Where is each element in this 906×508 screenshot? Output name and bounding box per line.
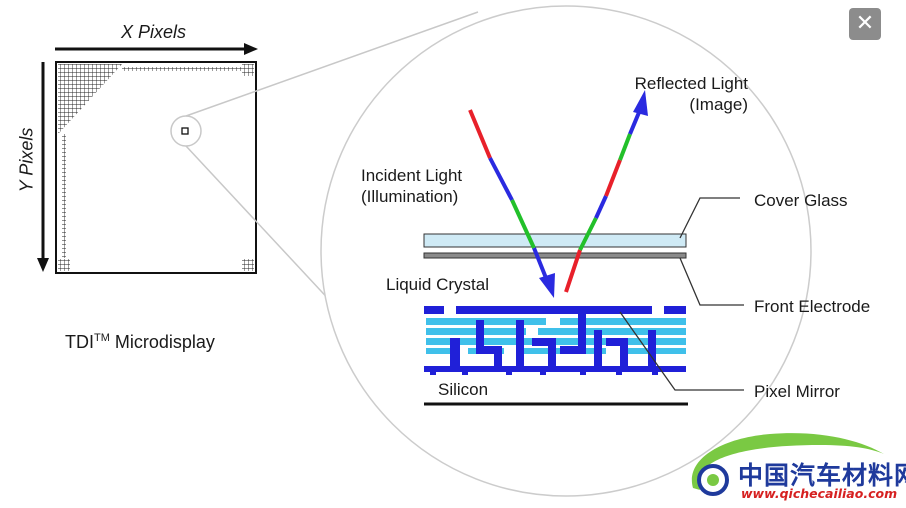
y-axis-arrowhead — [37, 258, 49, 272]
leader-cover-glass — [679, 197, 740, 239]
pixel-mirror-label: Pixel Mirror — [754, 382, 840, 401]
pixel-col-left — [62, 134, 66, 258]
close-button[interactable]: ✕ — [849, 8, 881, 40]
corner-pixels-bl — [58, 259, 70, 271]
liquid-crystal-label: Liquid Crystal — [386, 275, 489, 294]
microdisplay — [37, 43, 258, 274]
incident-light-line2: (Illumination) — [361, 187, 459, 206]
watermark-chinese-text: 中国汽车材料网 — [738, 461, 906, 490]
pixel-mirror-segments — [424, 306, 686, 314]
cover-glass-label: Cover Glass — [754, 191, 848, 210]
pixel-grid — [58, 64, 122, 134]
cover-glass-layer — [423, 233, 687, 248]
leader-pixel-mirror — [619, 311, 744, 391]
x-axis-label: X Pixels — [121, 22, 187, 42]
bottom-bumps — [430, 372, 658, 375]
front-electrode-layer — [423, 252, 687, 259]
watermark-logo — [691, 433, 884, 496]
cross-section — [423, 90, 744, 406]
front-electrode-label: Front Electrode — [754, 297, 871, 316]
y-axis-label: Y Pixels — [16, 127, 37, 193]
caption-prefix: TDI — [65, 332, 94, 352]
caption-suffix: Microdisplay — [109, 332, 215, 352]
pixel-row-top — [122, 67, 242, 71]
magnified-pixel — [181, 127, 189, 135]
reflected-light-label: Reflected Light (Image) — [635, 73, 748, 115]
zoom-circle — [320, 5, 812, 497]
reflected-light-line1: Reflected Light — [634, 74, 748, 93]
caption-trademark: TM — [94, 332, 110, 344]
microdisplay-caption: TDITM Microdisplay — [65, 328, 215, 353]
watermark-url: www.qichecailiao.com — [741, 486, 898, 501]
incident-light-label: Incident Light (Illumination) — [361, 165, 462, 207]
reflected-ray — [564, 109, 642, 293]
zoom-line-top — [185, 11, 479, 117]
incident-light-line1: Incident Light — [361, 166, 463, 185]
corner-pixels-br — [242, 259, 254, 271]
interconnect-vias — [450, 310, 656, 366]
reflected-arrowhead — [633, 90, 648, 116]
incident-arrowhead — [539, 273, 555, 298]
silicon-label: Silicon — [438, 380, 489, 399]
x-axis-arrowhead — [244, 43, 258, 55]
corner-pixels-tr — [242, 64, 254, 76]
reflected-light-line2: (Image) — [689, 95, 748, 114]
leader-front-electrode — [679, 257, 744, 306]
bottom-metal-layer — [424, 366, 686, 372]
incident-ray — [468, 109, 548, 279]
